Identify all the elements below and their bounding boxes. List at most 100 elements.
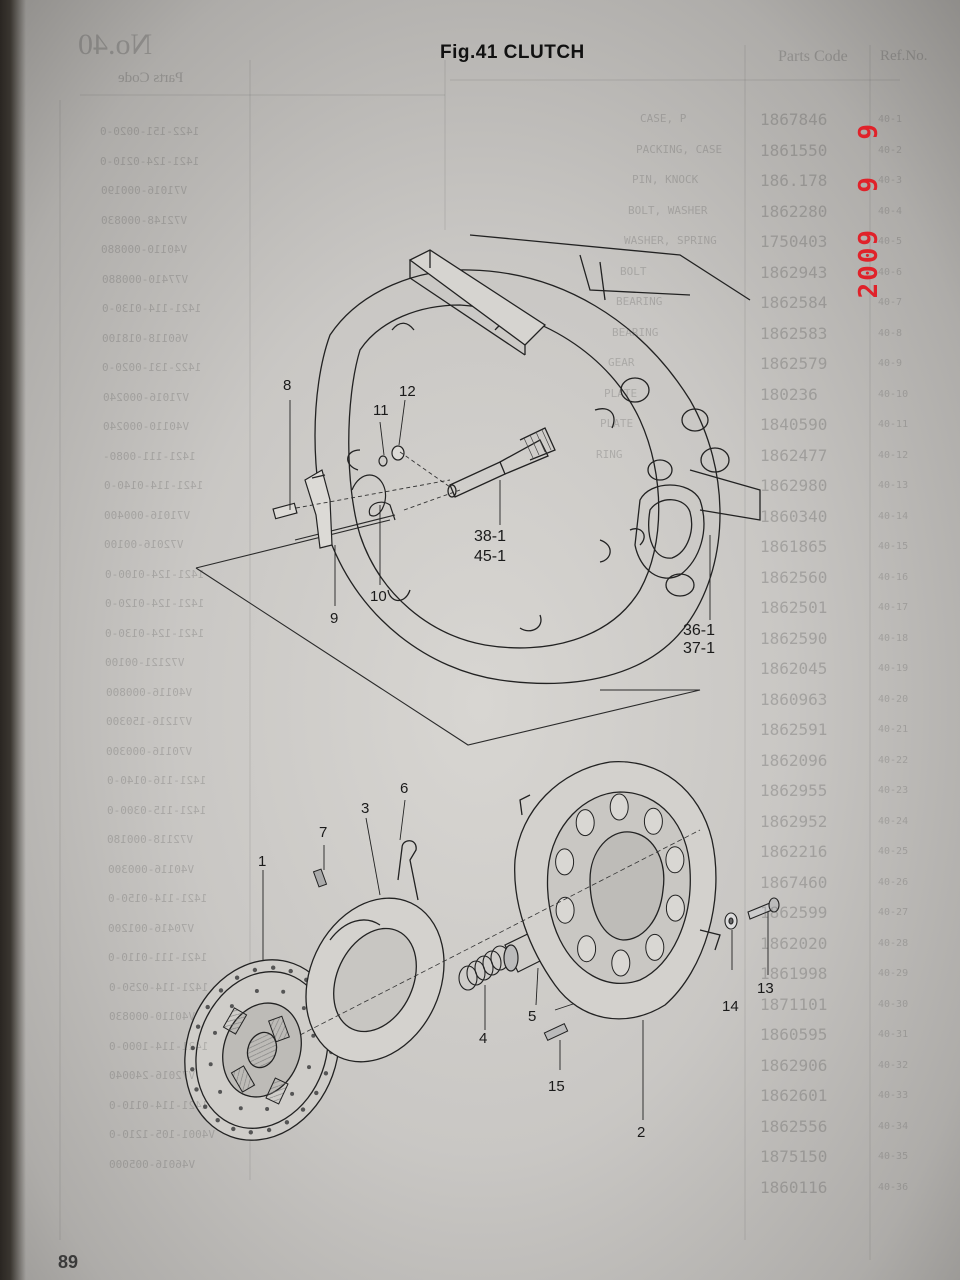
ghost-left-code: 1421-111-0080- xyxy=(103,449,197,463)
disc-rivet-hole xyxy=(218,1089,223,1094)
ghost-right-code: 1871101 xyxy=(760,994,828,1014)
release-fork-assembly xyxy=(272,445,405,549)
spring-part-4 xyxy=(458,945,510,991)
ghost-right-code: 1862477 xyxy=(760,445,828,465)
plane-outlines xyxy=(195,514,701,746)
ghost-left-code: V60118-018100 xyxy=(102,331,189,345)
ghost-right-ref: 40-3 xyxy=(878,175,903,186)
cover-vent-hole xyxy=(577,935,597,963)
ghost-right-code: 1861550 xyxy=(760,140,828,160)
callout-11: 11 xyxy=(373,402,389,419)
disc-rivet-hole xyxy=(190,1045,195,1051)
ghost-left-code: 1422-151-0020-0 xyxy=(100,125,200,138)
disc-rivet-hole xyxy=(190,1067,195,1072)
callout-15: 15 xyxy=(548,1078,565,1095)
ghost-right-ref: 40-30 xyxy=(878,998,909,1010)
disc-rivet-hole xyxy=(231,1126,236,1132)
callout-12: 12 xyxy=(399,383,416,400)
disc-rivet-hole xyxy=(311,1033,316,1038)
ghost-right-code: 1875150 xyxy=(760,1147,828,1166)
ghost-right-name: WASHER, SPRING xyxy=(624,234,717,247)
ghost-left-code: V46016-005000 xyxy=(109,1157,196,1171)
disc-rivet-hole xyxy=(323,1071,329,1076)
callout-4: 4 xyxy=(479,1030,488,1047)
leader-lines-dashed xyxy=(295,451,461,511)
ghost-right-code: 1862590 xyxy=(760,628,828,648)
ghost-header-parts-code: Parts Code xyxy=(778,48,848,65)
pin-part-15 xyxy=(543,1023,569,1041)
ghost-left-code: V72118-000180 xyxy=(107,833,194,846)
ghost-right-code: 1862501 xyxy=(760,598,828,617)
bolt-and-washer xyxy=(724,897,780,930)
ghost-right-code: 1862045 xyxy=(760,659,828,678)
cover-vent-hole xyxy=(665,846,685,874)
ghost-right-code: 1860116 xyxy=(760,1177,828,1197)
ghost-right-code: 1862599 xyxy=(760,903,828,922)
ghost-right-ref: 40-11 xyxy=(878,419,909,430)
disc-rivet-hole xyxy=(194,1087,199,1092)
ghost-right-code: 1862583 xyxy=(760,323,828,343)
ghost-right-ref: 40-19 xyxy=(878,663,909,674)
disc-rivet-hole xyxy=(205,1004,210,1010)
ghost-left-code: V40116-000800 xyxy=(105,685,192,699)
cover-vent-hole xyxy=(555,896,575,924)
ghost-right-code: 1862560 xyxy=(760,567,828,587)
ghost-right-code: 1862955 xyxy=(760,781,828,800)
cover-vent-hole xyxy=(645,933,665,961)
ghost-right-ref: 40-14 xyxy=(878,510,909,522)
ghost-right-code: 1860963 xyxy=(760,689,828,709)
disc-rivet-hole xyxy=(290,1091,295,1096)
ghost-right-code: 1860340 xyxy=(760,506,828,526)
disc-rivet-hole xyxy=(266,1127,272,1133)
ghost-right-code: 1750403 xyxy=(760,232,828,251)
ghost-right-name: GEAR xyxy=(608,356,635,369)
ghost-right-name: PLATE xyxy=(604,386,638,400)
ghost-left-code: V4001-105-1210-0 xyxy=(109,1128,215,1141)
ghost-left-code: 1421-114-0130-0 xyxy=(101,302,202,315)
ghost-right-ref: 40-18 xyxy=(878,632,909,644)
assembly-axis-line xyxy=(299,829,701,1036)
disc-rivet-hole xyxy=(238,1106,243,1111)
ghost-right-code: 180236 xyxy=(760,384,818,404)
ghost-right-code: 1860595 xyxy=(760,1025,828,1044)
callout-45-1: 45-1 xyxy=(474,548,507,565)
ghost-right-code: 1862556 xyxy=(760,1116,828,1136)
ghost-right-ref: 40-29 xyxy=(878,968,909,979)
ghost-right-ref: 40-25 xyxy=(878,846,909,857)
ghost-left-code: V40116-000300 xyxy=(107,862,194,876)
ghost-right-code: 1862216 xyxy=(760,842,828,861)
ghost-right-code: 1861998 xyxy=(760,964,828,983)
cover-vent-hole xyxy=(555,848,575,876)
ghost-left-code: V71016-000190 xyxy=(100,184,187,197)
page-number: 89 xyxy=(58,1252,79,1272)
ghost-right-code: 1862020 xyxy=(760,933,828,953)
ghost-left-code: 1422-131-0020-0 xyxy=(102,361,202,374)
disc-rivet-hole xyxy=(248,1130,253,1135)
disc-rivet-hole xyxy=(300,1107,306,1112)
ghost-right-ref: 40-17 xyxy=(878,602,909,613)
ghost-right-ref: 40-27 xyxy=(878,907,909,918)
ghost-left-code: V72121-00100 xyxy=(105,656,185,669)
ghost-right-ref: 40-34 xyxy=(878,1120,909,1132)
page-binding-shadow xyxy=(0,0,26,1280)
ghost-left-code: 1421-124-0130-0 xyxy=(105,626,205,640)
ghost-left-code: 1421-124-0100-0 xyxy=(104,567,204,581)
ghost-right-code: 1862906 xyxy=(760,1055,828,1075)
cover-vent-hole xyxy=(575,809,595,837)
callout-9: 9 xyxy=(330,610,339,627)
ghost-right-ref: 40-9 xyxy=(878,358,903,369)
ghost-right-ref: 40-10 xyxy=(878,388,909,400)
disc-rivet-hole xyxy=(307,1065,311,1070)
ghost-left-code: 1421-124-0120-0 xyxy=(104,597,205,610)
ghost-right-ref: 40-5 xyxy=(878,236,903,247)
ghost-right-ref: 40-16 xyxy=(878,571,909,583)
ghost-left-code: V40110-000830 xyxy=(109,1010,196,1023)
ghost-left-code: 1421-124-0210-0 xyxy=(100,154,200,168)
ghost-left-code: 1421-114-0140-0 xyxy=(103,479,203,492)
disc-rivet-hole xyxy=(301,1006,306,1011)
callout-10: 10 xyxy=(370,588,387,605)
cover-vent-hole xyxy=(611,949,631,977)
strap-part-6 xyxy=(397,840,419,901)
ghost-right-ref: 40-12 xyxy=(878,449,909,461)
